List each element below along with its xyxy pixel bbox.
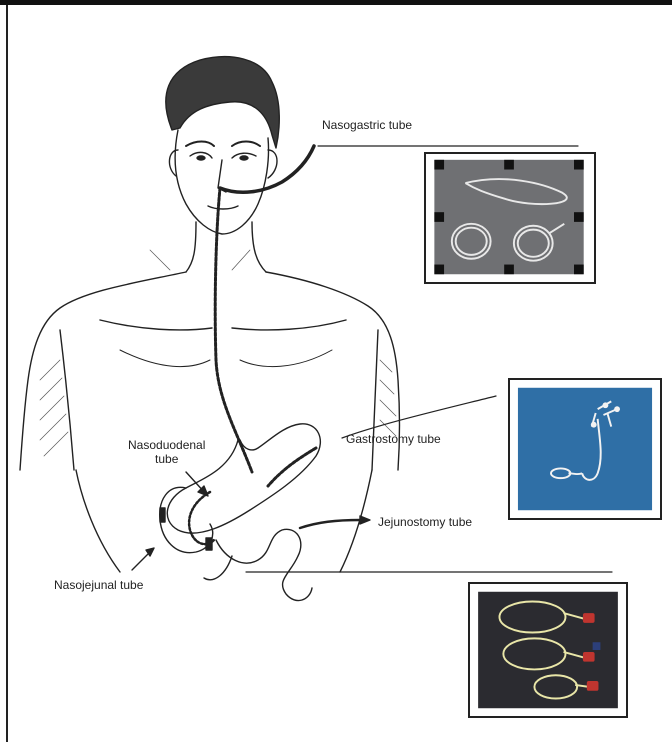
nasojejunal-label: Nasojejunal tube (54, 578, 143, 592)
ear-right (268, 150, 277, 178)
nasoduodenal-label: Nasoduodenal tube (128, 438, 205, 466)
nasojejunal-tube-photo (468, 582, 628, 718)
hair-outline (166, 57, 279, 148)
jejunostomy-label: Jejunostomy tube (378, 515, 472, 529)
intestine-loops (204, 529, 312, 600)
neck-outline (186, 222, 266, 272)
nasogastric-tube-photo (424, 152, 596, 284)
nasogastric-label: Nasogastric tube (322, 118, 412, 132)
gastrostomy-tube-photo (508, 378, 662, 520)
torso-outline (20, 272, 400, 470)
face-outline (175, 130, 268, 234)
nasojejunal-arrow (132, 552, 150, 570)
jejunostomy-tube-line (300, 520, 360, 528)
gastrostomy-label: Gastrostomy tube (346, 432, 441, 446)
